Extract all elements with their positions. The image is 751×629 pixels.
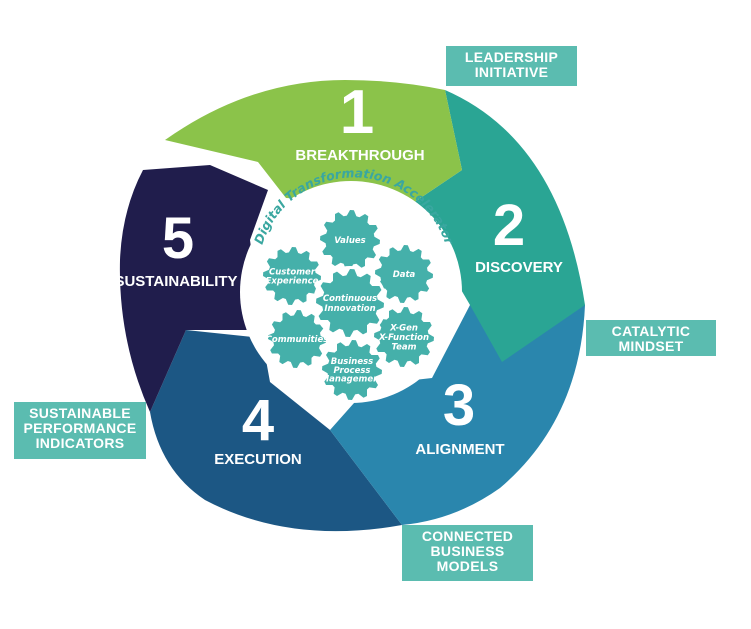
segment-number-sustainability: 5 (162, 206, 194, 271)
gear-customer-experience-text: Experience (266, 277, 319, 287)
gear-continuous-innovation-text: Continuous (323, 294, 377, 304)
tag-line: MODELS (436, 558, 499, 574)
tag-connected-business-models: CONNECTED BUSINESS MODELS (402, 525, 533, 581)
segment-breakthrough (165, 80, 462, 205)
segment-number-alignment: 3 (443, 373, 475, 438)
gear-xgen-team-shape (374, 307, 434, 367)
gear-values-shape (320, 210, 380, 270)
gear-communities: Communities (266, 310, 329, 368)
segment-number-execution: 4 (242, 388, 274, 453)
segment-label-execution: EXECUTION (214, 451, 302, 468)
tag-line: INDICATORS (35, 435, 125, 451)
gear-business-process-text: Business (331, 357, 373, 367)
tag-line: PERFORMANCE (23, 420, 137, 436)
gear-business-process-text: Process (334, 366, 371, 376)
tag-line: CONNECTED (421, 528, 514, 544)
gear-xgen-team-text: X-Gen (389, 324, 418, 334)
gear-data: Data (375, 245, 433, 303)
segment-sustainability (119, 165, 268, 412)
segment-label-breakthrough: BREAKTHROUGH (295, 147, 424, 164)
gear-values: Values (320, 210, 380, 270)
gear-continuous-innovation-text: Innovation (324, 304, 375, 314)
gear-business-process-text: Management (321, 375, 385, 385)
gear-xgen-team-text: X-Function (378, 333, 429, 343)
tag-leadership-initiative: LEADERSHIP INITIATIVE (446, 46, 577, 86)
segment-number-breakthrough: 1 (340, 78, 374, 147)
gears-layer: ValuesDataX-GenX-FunctionTeamBusinessPro… (263, 210, 434, 400)
gear-communities-shape (268, 310, 326, 368)
gear-data-text: Data (393, 270, 416, 280)
segment-label-discovery: DISCOVERY (475, 259, 563, 276)
tag-line: INITIATIVE (474, 64, 549, 80)
gear-communities-text: Communities (266, 335, 329, 345)
gear-business-process-shape (322, 340, 382, 400)
gear-continuous-innovation-shape (316, 269, 384, 337)
gear-customer-experience-text: Customer (269, 267, 316, 277)
gear-data-shape (375, 245, 433, 303)
segment-label-alignment: ALIGNMENT (415, 441, 504, 458)
tag-line: BUSINESS (430, 543, 505, 559)
segment-execution (150, 330, 402, 532)
tag-catalytic-mindset: CATALYTIC MINDSET (586, 320, 716, 356)
tag-line: LEADERSHIP (464, 49, 559, 65)
tag-sustainable-performance-indicators: SUSTAINABLE PERFORMANCE INDICATORS (14, 402, 146, 459)
gear-values-text: Values (334, 236, 365, 246)
segment-number-discovery: 2 (493, 193, 525, 258)
segment-discovery (410, 90, 585, 362)
tag-line: CATALYTIC (611, 323, 691, 339)
tag-line: SUSTAINABLE (29, 405, 131, 421)
tag-line: MINDSET (618, 338, 684, 354)
gear-customer-experience-shape (263, 247, 321, 305)
segment-alignment (330, 305, 585, 525)
segment-label-sustainability: SUSTAINABILITY (114, 273, 237, 290)
gear-xgen-team-text: Team (391, 342, 416, 352)
